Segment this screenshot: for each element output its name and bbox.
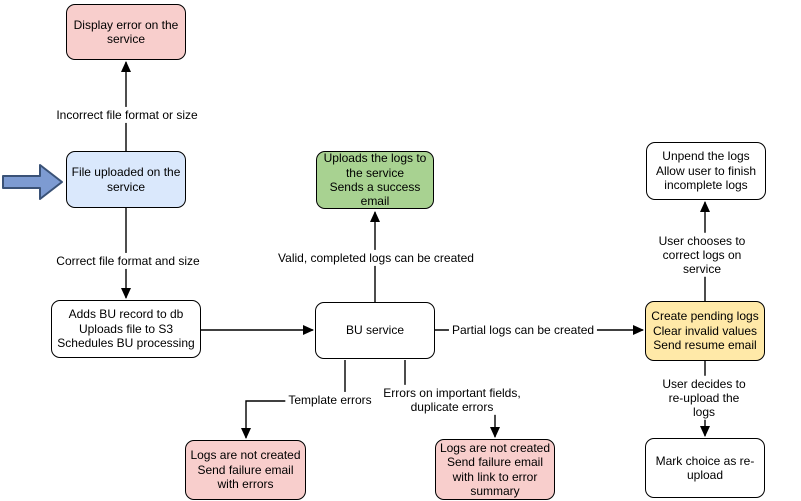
edge-label-template-errors: Template errors [285,391,375,409]
edge-label-user-correct: User chooses to correct logs on service [652,232,752,278]
edge-label-user-reupload: User decides to re-upload the logs [655,375,753,421]
edge-label-valid-logs: Valid, completed logs can be created [275,249,477,267]
input-arrow-icon [2,164,63,200]
node-file-uploaded: File uploaded on the service [66,151,186,208]
edge-label-correct-format: Correct file format and size [53,252,203,270]
node-bu-service: BU service [315,302,435,359]
node-adds-bu-record: Adds BU record to db Uploads file to S3 … [51,300,201,358]
node-pending-logs: Create pending logs Clear invalid values… [645,301,765,361]
node-display-error: Display error on the service [66,4,186,60]
edge-label-incorrect-format: Incorrect file format or size [53,106,201,124]
node-unpend-logs: Unpend the logs Allow user to finish inc… [646,142,766,200]
node-fail-template: Logs are not created Send failure email … [185,440,306,500]
node-success-email: Uploads the logs to the service Sends a … [316,151,434,209]
node-fail-fields: Logs are not created Send failure email … [435,439,555,500]
node-mark-reupload: Mark choice as re- upload [645,438,765,498]
edge-label-field-errors: Errors on important fields, duplicate er… [380,384,524,416]
edge-label-partial-logs: Partial logs can be created [448,321,598,339]
